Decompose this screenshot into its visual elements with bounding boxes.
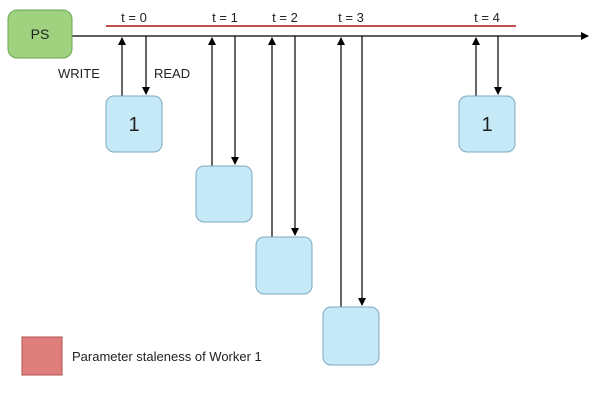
- legend-label: Parameter staleness of Worker 1: [72, 349, 262, 364]
- worker-box-3: [322, 306, 380, 366]
- read-label: READ: [154, 66, 190, 81]
- time-label-3: t = 3: [338, 10, 364, 25]
- worker-label-0: 1: [128, 114, 139, 136]
- legend: Parameter staleness of Worker 1: [21, 336, 262, 376]
- time-label-1: t = 1: [212, 10, 238, 25]
- time-label-0: t = 0: [121, 10, 147, 25]
- legend-swatch: [21, 336, 63, 376]
- write-label: WRITE: [58, 66, 100, 81]
- time-label-2: t = 2: [272, 10, 298, 25]
- worker-box-2: [255, 236, 313, 295]
- time-label-4: t = 4: [474, 10, 500, 25]
- ps-node: PS: [7, 9, 73, 59]
- worker-box-0: 1: [105, 95, 163, 153]
- worker-box-1: [195, 165, 253, 223]
- ps-label: PS: [31, 26, 50, 42]
- worker-box-4: 1: [458, 95, 516, 153]
- worker-label-4: 1: [481, 114, 492, 136]
